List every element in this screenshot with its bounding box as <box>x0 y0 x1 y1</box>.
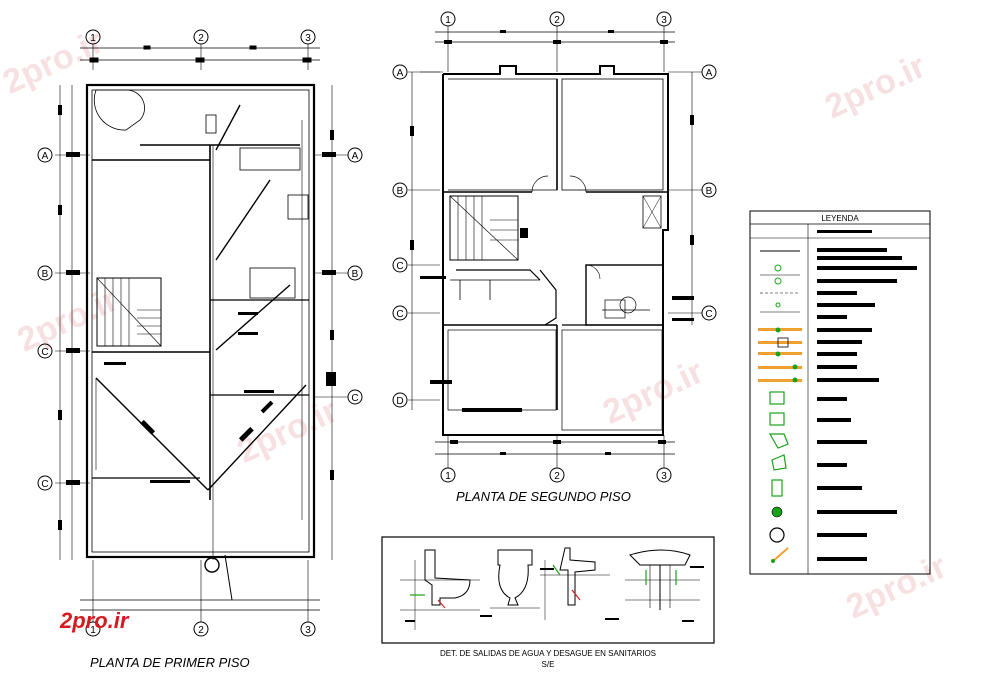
grid-label-C: C <box>396 261 403 272</box>
second-floor-plan <box>392 11 717 483</box>
legend-panel <box>749 210 931 575</box>
grid-label-B: B <box>706 186 713 197</box>
second-floor-title: PLANTA DE SEGUNDO PISO <box>456 489 631 504</box>
watermark: 2pro.ir <box>819 47 931 126</box>
grid-label-3: 3 <box>305 33 311 44</box>
first-floor-title: PLANTA DE PRIMER PISO <box>90 655 250 670</box>
grid-label-1: 1 <box>445 15 451 26</box>
grid-label-1: 1 <box>90 625 96 636</box>
grid-label-D: D <box>396 396 403 407</box>
grid-bubbles-top-1 <box>80 29 320 70</box>
brand-logo: 2pro.ir <box>59 608 130 633</box>
grid-label-B: B <box>397 186 404 197</box>
second-floor-grid-labels: 1 2 3 1 2 3 A B C C D A B C <box>396 15 712 482</box>
grid-label-1: 1 <box>445 471 451 482</box>
grid-label-A: A <box>397 68 404 79</box>
grid-label-C: C <box>41 347 48 358</box>
grid-label-2: 2 <box>198 33 204 44</box>
first-floor-grid-labels: 1 2 3 1 2 3 A B C C A B C <box>41 33 358 636</box>
grid-label-C: C <box>705 309 712 320</box>
grid-label-A: A <box>352 151 359 162</box>
grid-label-B: B <box>42 269 49 280</box>
grid-label-A: A <box>706 68 713 79</box>
legend-description-bars <box>817 230 917 561</box>
sanitary-detail-box <box>381 536 715 644</box>
grid-label-A: A <box>42 151 49 162</box>
grid-label-C: C <box>41 479 48 490</box>
grid-label-2: 2 <box>554 471 560 482</box>
grid-label-1: 1 <box>90 33 96 44</box>
watermark: 2pro.ir <box>597 353 709 432</box>
grid-label-2: 2 <box>554 15 560 26</box>
grid-label-3: 3 <box>661 15 667 26</box>
detail-scale: S/E <box>542 660 555 669</box>
detail-caption: DET. DE SALIDAS DE AGUA Y DESAGUE EN SAN… <box>440 649 656 658</box>
grid-label-B: B <box>352 269 359 280</box>
grid-label-C: C <box>396 309 403 320</box>
watermark: 2pro.ir <box>12 280 124 359</box>
grid-label-2: 2 <box>198 625 204 636</box>
grid-label-C: C <box>351 393 358 404</box>
legend-pipe-symbols <box>758 327 802 563</box>
grid-label-3: 3 <box>661 471 667 482</box>
legend-header: LEYENDA <box>821 214 859 223</box>
grid-label-3: 3 <box>305 625 311 636</box>
first-floor-plan <box>37 29 363 637</box>
